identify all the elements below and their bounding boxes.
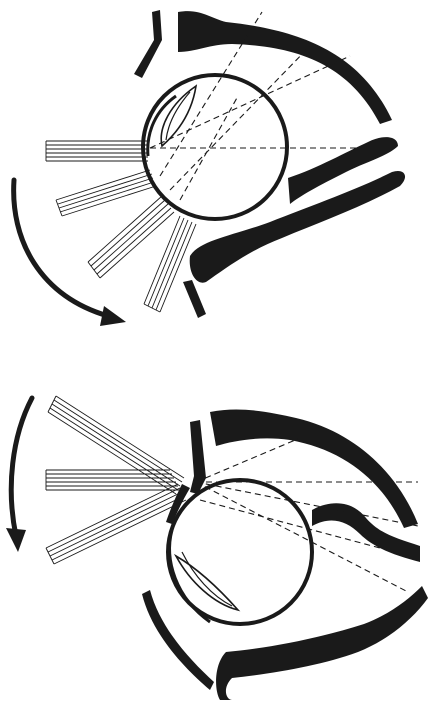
upper-panel <box>14 10 405 326</box>
upper-beam-2 <box>56 170 156 216</box>
upper-beams <box>46 141 196 312</box>
lower-panel <box>6 396 428 700</box>
upper-beam-3 <box>88 196 174 278</box>
upper-beam-1 <box>46 141 148 161</box>
lower-lid-lower <box>142 590 214 690</box>
lower-orbit-floor <box>216 586 428 700</box>
lower-lens <box>176 556 238 610</box>
upper-orbit-roof <box>178 11 392 124</box>
lower-beam-3 <box>46 484 186 564</box>
upper-arrow-head <box>100 306 126 326</box>
upper-eyeball <box>143 75 287 219</box>
lower-visual-rays <box>196 438 418 592</box>
lower-beam-1 <box>48 396 184 494</box>
lower-beams <box>46 396 186 564</box>
upper-lid-stub <box>183 280 206 318</box>
lower-rotation-arrow <box>6 398 32 552</box>
upper-beam-4 <box>144 216 196 312</box>
lower-arrow-head <box>6 528 26 552</box>
upper-rotation-arrow <box>14 180 126 326</box>
upper-brow-stub <box>134 10 162 78</box>
